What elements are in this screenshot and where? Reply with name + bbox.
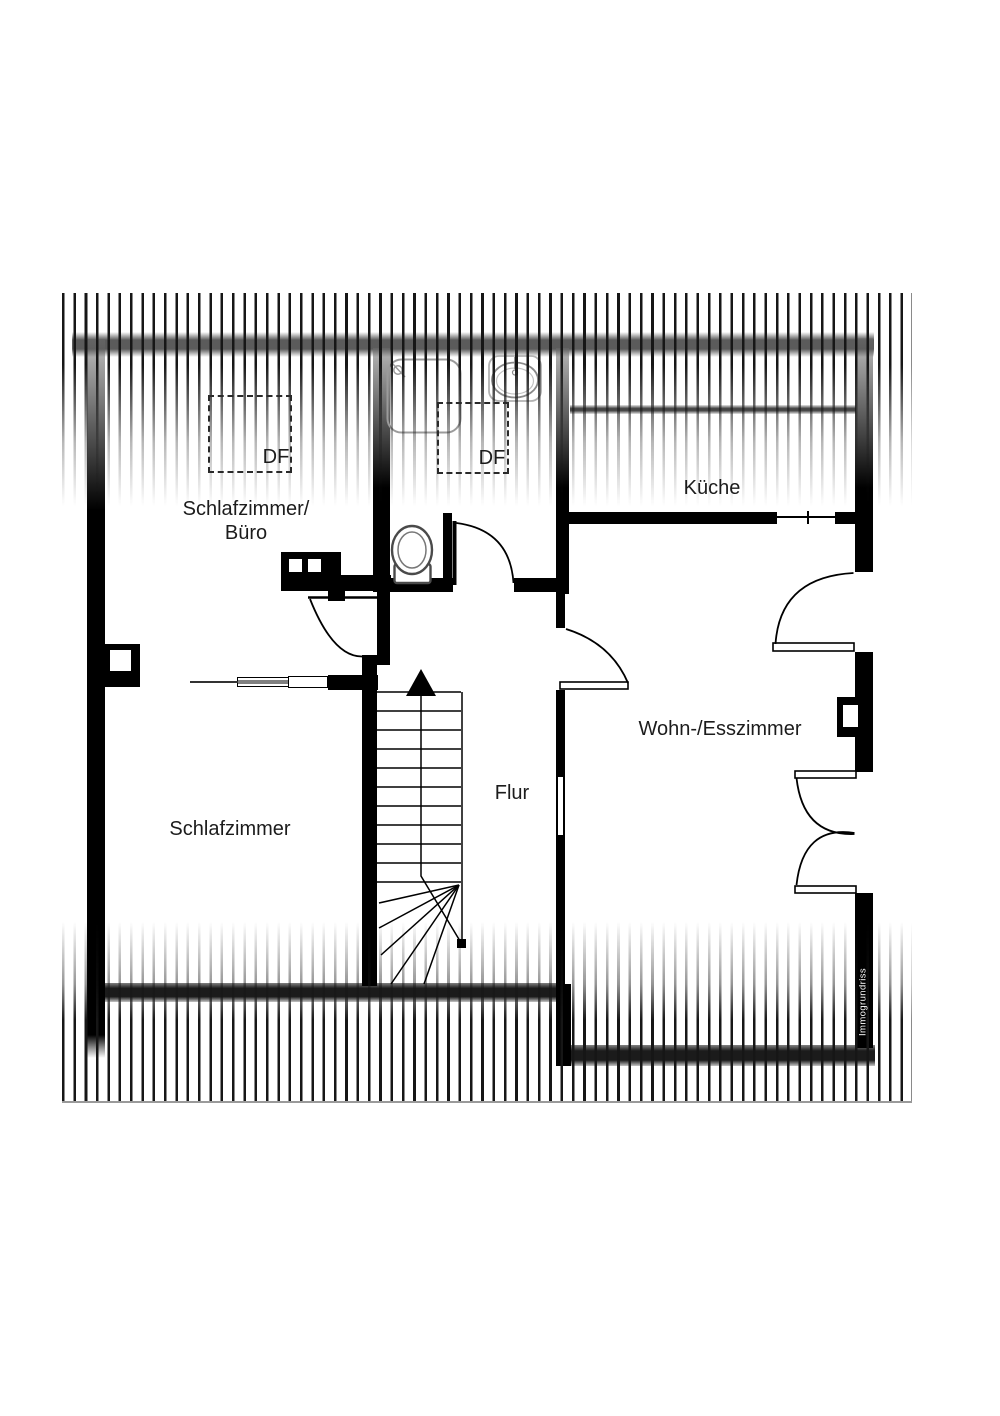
room-label-flur: Flur: [494, 782, 530, 804]
kitchen-opening-tick: [807, 511, 809, 524]
skylight-right: [437, 402, 509, 474]
socket-hole-2: [308, 559, 321, 572]
skylight-label-right: DF: [478, 447, 506, 469]
bedroom-office-door: [308, 596, 385, 658]
chimney-right-flue: [843, 705, 858, 727]
outer-wall-left: [87, 340, 105, 1058]
room-label-kueche: Küche: [683, 477, 741, 499]
hatch-baseline: [62, 1101, 912, 1103]
room-label-schlafzimmer: Schlafzimmer: [169, 818, 291, 840]
stair-walk-line: [420, 696, 461, 942]
watermark: Immogrundriss: [857, 967, 869, 1037]
room-label-wohn-esszimmer: Wohn-/Esszimmer: [638, 718, 802, 740]
door-jamb: [377, 587, 390, 665]
balcony-door: [772, 572, 855, 652]
bath-wall-bottom-west: [373, 578, 453, 592]
toilet-icon: [390, 524, 434, 585]
living-room-door: [559, 628, 629, 690]
kitchen-opening-line: [777, 516, 835, 518]
bath-wall-bottom-east: [514, 578, 563, 592]
double-door: [794, 770, 857, 894]
skylight-left: [208, 395, 292, 473]
stair-up-arrow-icon: [406, 669, 436, 696]
kitchen-wall-bottom-east: [835, 512, 855, 524]
stair-wall: [362, 655, 377, 986]
stair-start-dot: [457, 939, 466, 948]
hall-wall-upper: [556, 512, 565, 628]
hall-wall-lower: [556, 690, 565, 986]
socket-hole-1: [289, 559, 302, 572]
sliding-door-wall: [328, 675, 378, 690]
kitchen-wall-bottom-west: [563, 512, 777, 524]
hall-wall-glass-inset: [557, 776, 564, 836]
wall-under-socket: [281, 575, 391, 591]
skylight-label-left: DF: [262, 446, 290, 468]
staircase: [377, 669, 466, 985]
chimney-left-flue: [110, 650, 131, 671]
bath-door: [452, 521, 515, 585]
toilet-partition: [443, 513, 452, 592]
sliding-door-track: [190, 681, 238, 683]
room-label-schlafzimmer-buero: Schlafzimmer/ Büro: [182, 498, 310, 544]
